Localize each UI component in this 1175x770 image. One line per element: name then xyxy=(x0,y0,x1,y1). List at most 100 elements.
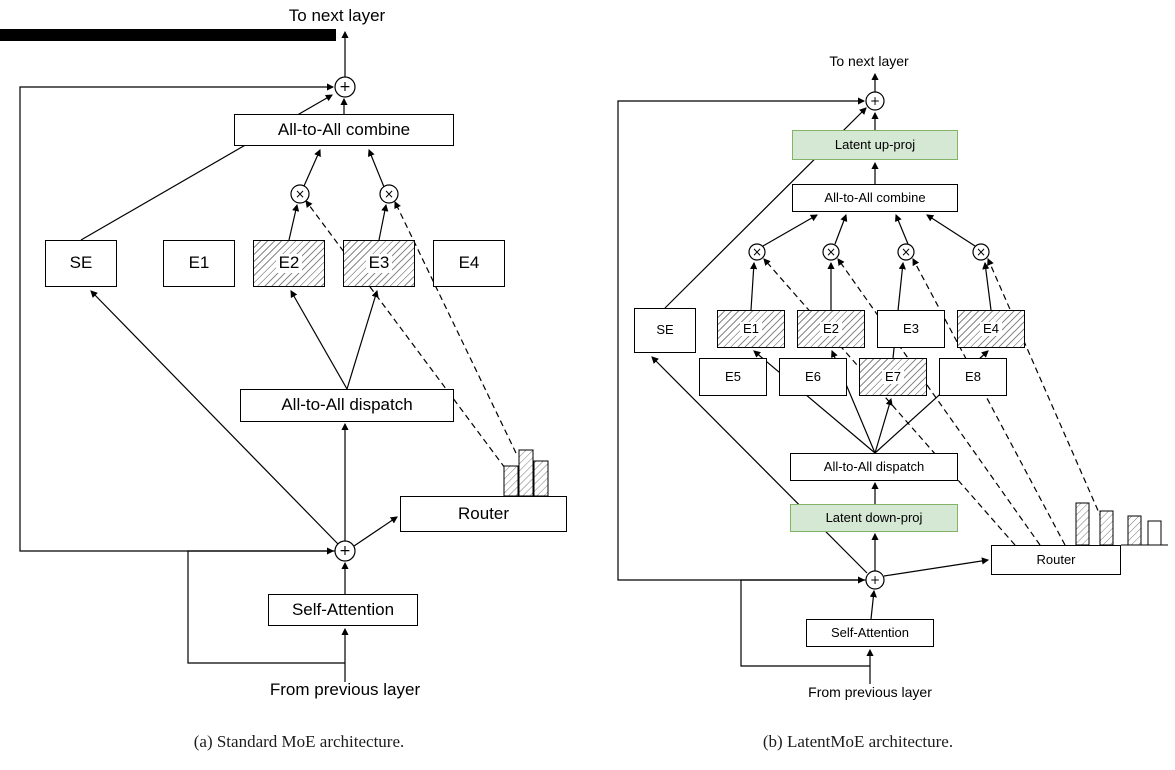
arrow-e1-to-mul1-b xyxy=(750,261,758,311)
expert-label-e2-a: E2 xyxy=(275,253,303,273)
multiply-node-4-b: × xyxy=(972,243,990,261)
arrow-sum-to-router-b xyxy=(883,557,990,577)
arrow-e4-to-mul4-b xyxy=(982,261,992,311)
all-to-all-combine-label-a: All-to-All combine xyxy=(277,119,411,139)
multiply-node-3-b: × xyxy=(897,243,915,261)
multiply-node-1-a: × xyxy=(290,184,310,204)
score-bar-icon xyxy=(533,460,549,497)
to-next-layer-label-a: To next layer xyxy=(288,6,386,25)
multiply-node-1-b: × xyxy=(748,243,766,261)
score-bar-icon xyxy=(1075,502,1090,546)
to-next-layer-label-b: To next layer xyxy=(829,53,909,69)
plus-icon: + xyxy=(870,94,880,108)
router-box-a: Router xyxy=(400,496,567,532)
multiply-icon: × xyxy=(976,245,986,259)
arrow-long-residual-a xyxy=(19,83,335,552)
expert-box-e2-a: E2 xyxy=(253,240,325,287)
all-to-all-combine-label-b: All-to-All combine xyxy=(824,189,926,205)
score-bar-icon xyxy=(1099,510,1114,546)
plus-icon: + xyxy=(870,573,880,587)
from-previous-layer-label-b: From previous layer xyxy=(808,684,932,700)
arrow-dispatch-to-e1-b xyxy=(753,350,876,454)
arrow-sum-to-se-b xyxy=(651,356,868,574)
latent-down-proj-box-b: Latent down-proj xyxy=(790,504,958,532)
arrow-dispatch-to-e2-a xyxy=(290,290,348,390)
self-attention-box-b: Self-Attention xyxy=(806,619,934,647)
router-box-b: Router xyxy=(991,545,1121,575)
all-to-all-combine-box-a: All-to-All combine xyxy=(234,114,454,146)
arrow-long-residual-b xyxy=(617,97,866,581)
dashed-router-to-mul2-a xyxy=(394,201,517,454)
all-to-all-dispatch-label-b: All-to-All dispatch xyxy=(823,458,925,474)
router-label-b: Router xyxy=(1036,551,1076,567)
score-bar-icon xyxy=(518,449,534,497)
multiply-icon: × xyxy=(826,245,836,259)
multiply-node-2-b: × xyxy=(822,243,840,261)
expert-label-e1-b: E1 xyxy=(740,321,762,337)
self-attention-box-a: Self-Attention xyxy=(268,594,418,626)
arrow-dispatch-to-e3-a xyxy=(346,289,379,390)
multiply-icon: × xyxy=(384,187,394,201)
expert-label-e3-a: E3 xyxy=(365,253,393,273)
solid-arrows-a xyxy=(19,30,398,682)
expert-label-e4-b: E4 xyxy=(980,321,1002,337)
expert-label-e5-b: E5 xyxy=(725,368,741,384)
latent-up-proj-label-b: Latent up-proj xyxy=(834,136,916,152)
arrow-mul2-to-combine-b xyxy=(834,213,848,245)
arrow-mul2-to-combine-a xyxy=(367,148,385,188)
dashed-arrows-b xyxy=(763,258,1111,546)
arrow-mul1-to-combine-b xyxy=(762,214,818,247)
arrow-e2-to-mul1-a xyxy=(288,203,300,241)
arrow-mul3-to-combine-b xyxy=(895,214,909,245)
shared-expert-label-b: SE xyxy=(656,322,674,338)
expert-label-e3-b: E3 xyxy=(903,320,919,336)
expert-box-e3-b: E3 xyxy=(877,310,945,348)
dashed-router-to-mul1-a xyxy=(305,200,506,469)
all-to-all-dispatch-box-b: All-to-All dispatch xyxy=(790,453,958,481)
score-bar-icon xyxy=(1127,515,1142,546)
figure-caption-a: (a) Standard MoE architecture. xyxy=(193,732,405,751)
latent-up-proj-box-b: Latent up-proj xyxy=(792,130,958,160)
shared-expert-box-a: SE xyxy=(45,240,117,287)
sum-node-top-a: + xyxy=(334,76,356,98)
multiply-icon: × xyxy=(901,245,911,259)
score-bar-icon xyxy=(503,465,519,497)
expert-box-e6-b: E6 xyxy=(779,358,847,396)
expert-box-e5-b: E5 xyxy=(699,358,767,396)
dashed-router-to-mul4-b xyxy=(987,258,1111,539)
arrow-mul4-to-combine-b xyxy=(926,214,976,247)
from-previous-layer-label-a: From previous layer xyxy=(269,680,421,699)
sum-node-top-b: + xyxy=(865,91,885,111)
arrow-sum-to-router-a xyxy=(353,516,398,547)
arrow-e3-to-mul2-a xyxy=(378,203,389,241)
expert-label-e2-b: E2 xyxy=(820,321,842,337)
expert-box-e2-b: E2 xyxy=(797,310,865,348)
expert-box-e1-a: E1 xyxy=(163,240,235,287)
expert-label-e4-a: E4 xyxy=(458,253,480,273)
score-bar-icon xyxy=(1147,520,1162,546)
router-score-bars-b xyxy=(1075,502,1168,546)
expert-box-e3-a: E3 xyxy=(343,240,415,287)
dashed-router-to-mul3-b xyxy=(912,258,1066,546)
expert-label-e6-b: E6 xyxy=(805,368,821,384)
all-to-all-dispatch-box-a: All-to-All dispatch xyxy=(240,389,454,422)
sum-node-bottom-b: + xyxy=(865,570,885,590)
expert-box-e4-a: E4 xyxy=(433,240,505,287)
dashed-router-to-mul2-b xyxy=(837,258,1041,546)
multiply-icon: × xyxy=(752,245,762,259)
figure-caption-b: (b) LatentMoE architecture. xyxy=(762,732,954,751)
latent-down-proj-label-b: Latent down-proj xyxy=(825,509,923,525)
multiply-icon: × xyxy=(295,187,305,201)
expert-box-e1-b: E1 xyxy=(717,310,785,348)
arrow-selfattn-to-sum-b xyxy=(869,589,877,620)
plus-icon: + xyxy=(339,79,351,95)
router-score-bars-a xyxy=(503,449,549,497)
shared-expert-box-b: SE xyxy=(634,308,696,353)
expert-label-e1-a: E1 xyxy=(188,253,210,273)
expert-box-e7-b: E7 xyxy=(859,358,927,396)
dashed-router-to-mul1-b xyxy=(763,258,1016,546)
all-to-all-dispatch-label-a: All-to-All dispatch xyxy=(281,395,413,415)
arrow-dispatch-to-e7-b xyxy=(874,397,893,454)
multiply-node-2-a: × xyxy=(379,184,399,204)
